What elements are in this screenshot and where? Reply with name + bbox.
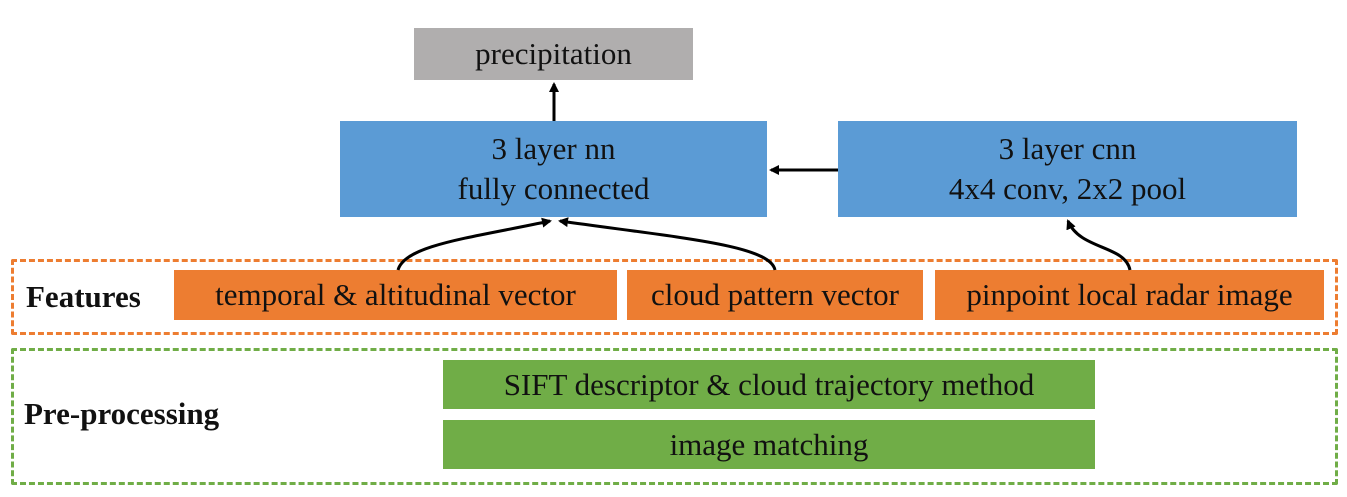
arrow-radar-to-cnn: [1066, 219, 1132, 271]
cnn-line-1: 3 layer cnn: [998, 131, 1137, 166]
arrow-temporal-to-nn: [396, 217, 552, 271]
preprocessing-step-image-matching: image matching: [443, 420, 1095, 469]
feature-temporal-altitudinal: temporal & altitudinal vector: [174, 270, 617, 320]
feature-label: pinpoint local radar image: [966, 277, 1293, 312]
features-frame: [11, 259, 1338, 335]
preprocessing-title: Pre-processing: [24, 396, 220, 431]
precipitation-label: precipitation: [475, 36, 632, 71]
features-title: Features: [26, 279, 141, 314]
step-label: image matching: [669, 426, 869, 462]
preprocessing-step-sift: SIFT descriptor & cloud trajectory metho…: [443, 360, 1095, 409]
precipitation-box: precipitation: [414, 28, 693, 80]
preprocessing-frame: [11, 348, 1338, 485]
feature-cloud-pattern: cloud pattern vector: [627, 270, 923, 320]
feature-label: temporal & altitudinal vector: [215, 277, 576, 312]
nn-box: 3 layer nn fully connected: [340, 121, 767, 217]
nn-line-2: fully connected: [457, 171, 650, 206]
arrow-cloud-pattern-to-nn: [558, 217, 777, 271]
cnn-line-2: 4x4 conv, 2x2 pool: [948, 171, 1187, 206]
step-label: SIFT descriptor & cloud trajectory metho…: [503, 366, 1035, 402]
cnn-box: 3 layer cnn 4x4 conv, 2x2 pool: [838, 121, 1297, 217]
feature-radar-image: pinpoint local radar image: [935, 270, 1324, 320]
feature-label: cloud pattern vector: [651, 277, 899, 312]
nn-line-1: 3 layer nn: [491, 131, 616, 166]
